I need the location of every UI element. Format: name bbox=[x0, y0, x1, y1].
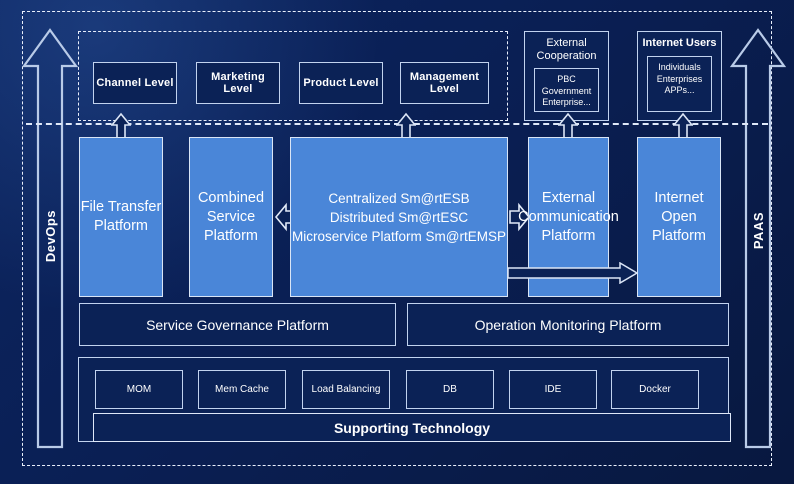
level-label: Management Level bbox=[409, 71, 480, 95]
platform-label: File Transfer Platform bbox=[80, 199, 162, 234]
platform-internet-open[interactable]: Internet Open Platform bbox=[637, 137, 721, 297]
devops-arrow bbox=[20, 26, 80, 451]
platform-label-line2: Distributed Sm@rtESC bbox=[329, 209, 469, 225]
level-label: Marketing Level bbox=[211, 71, 265, 95]
tech-box-mem-cache[interactable]: Mem Cache bbox=[198, 370, 286, 409]
platform-label-line3: Microservice Platform Sm@rtEMSP bbox=[292, 228, 506, 244]
platform-label: Internet Open Platform bbox=[652, 189, 706, 244]
tech-label: DB bbox=[443, 383, 457, 395]
tech-box-docker[interactable]: Docker bbox=[611, 370, 699, 409]
platform-file-transfer[interactable]: File Transfer Platform bbox=[79, 137, 163, 297]
governance-label: Operation Monitoring Platform bbox=[474, 316, 662, 333]
tech-label: MOM bbox=[126, 383, 152, 395]
internet-users-group[interactable]: Internet Users Individuals Enterprises A… bbox=[637, 31, 722, 121]
internet-users-title: Internet Users bbox=[642, 37, 717, 49]
supporting-technology-bar[interactable]: Supporting Technology bbox=[93, 413, 731, 442]
platform-label-line1: Centralized Sm@rtESB bbox=[328, 190, 470, 206]
tech-box-load-balancing[interactable]: Load Balancing bbox=[302, 370, 390, 409]
up-arrow-icon bbox=[673, 112, 693, 140]
level-box-management[interactable]: Management Level bbox=[400, 62, 489, 104]
external-cooperation-group[interactable]: External Cooperation PBC Government Ente… bbox=[524, 31, 609, 121]
external-cooperation-title: External Cooperation bbox=[536, 37, 597, 62]
level-box-product[interactable]: Product Level bbox=[299, 62, 383, 104]
platform-combined-service[interactable]: Combined Service Platform bbox=[189, 137, 273, 297]
level-box-marketing[interactable]: Marketing Level bbox=[196, 62, 280, 104]
right-arrow-icon bbox=[509, 200, 531, 234]
long-right-arrow-icon bbox=[508, 262, 638, 284]
up-arrow-icon bbox=[558, 112, 578, 140]
tech-label: Load Balancing bbox=[311, 383, 381, 395]
outer-boundary bbox=[22, 11, 772, 466]
tech-label: Docker bbox=[639, 383, 671, 395]
up-arrow-icon bbox=[396, 112, 416, 140]
level-label: Channel Level bbox=[96, 77, 174, 89]
tech-box-mom[interactable]: MOM bbox=[95, 370, 183, 409]
platform-label: External Communication Platform bbox=[518, 189, 619, 244]
level-box-channel[interactable]: Channel Level bbox=[93, 62, 177, 104]
paas-label: PAAS bbox=[750, 212, 766, 250]
external-cooperation-inner: PBC Government Enterprise... bbox=[534, 68, 599, 112]
level-label: Product Level bbox=[303, 77, 379, 89]
paas-arrow bbox=[728, 26, 788, 451]
tech-box-ide[interactable]: IDE bbox=[509, 370, 597, 409]
service-governance-platform[interactable]: Service Governance Platform bbox=[79, 303, 396, 346]
governance-label: Service Governance Platform bbox=[146, 316, 329, 333]
business-levels-group bbox=[78, 31, 508, 121]
tech-box-db[interactable]: DB bbox=[406, 370, 494, 409]
operation-monitoring-platform[interactable]: Operation Monitoring Platform bbox=[407, 303, 729, 346]
tech-label: IDE bbox=[544, 383, 562, 395]
platform-label: Combined Service Platform bbox=[197, 189, 265, 244]
supporting-technology-label: Supporting Technology bbox=[333, 419, 491, 436]
up-arrow-icon bbox=[111, 112, 131, 140]
platform-central-esb[interactable]: Centralized Sm@rtESB Distributed Sm@rtES… bbox=[290, 137, 508, 297]
internet-users-inner: Individuals Enterprises APPs... bbox=[647, 56, 712, 112]
devops-label: DevOps bbox=[42, 210, 58, 263]
tech-label: Mem Cache bbox=[215, 383, 269, 395]
